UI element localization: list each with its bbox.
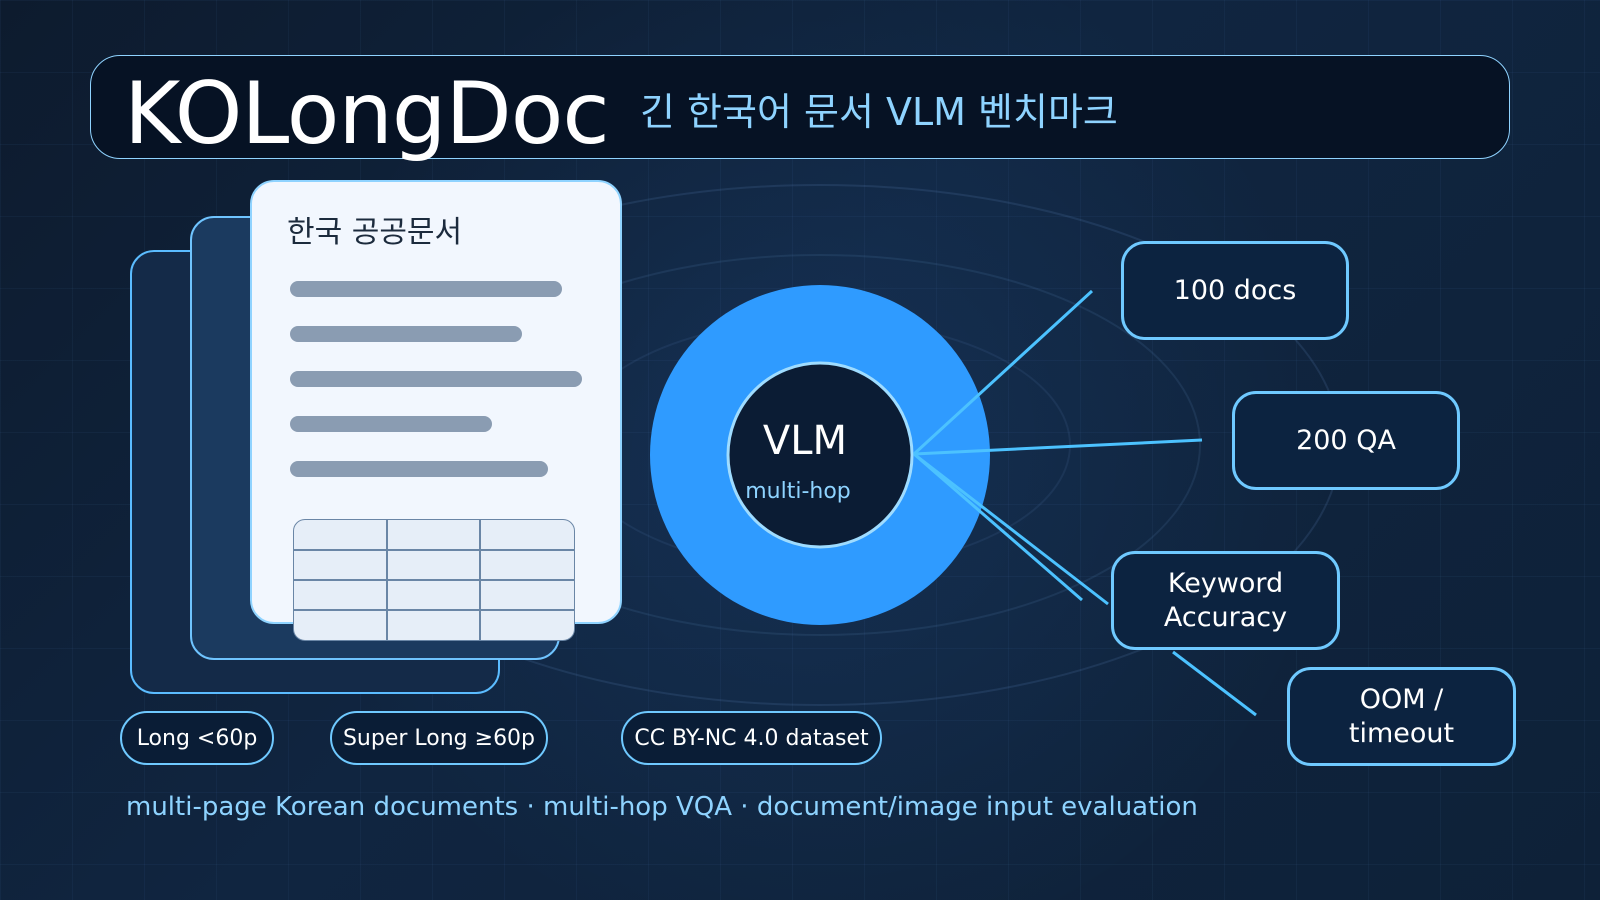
- document-text-line: [290, 281, 562, 297]
- document-text-line: [290, 326, 522, 342]
- connector-line: [913, 452, 1109, 606]
- tag-long: Long <60p: [120, 711, 274, 765]
- document-title: 한국 공공문서: [287, 215, 463, 250]
- stat-qa: 200 QA: [1232, 391, 1460, 490]
- stat-oom-timeout: OOM / timeout: [1287, 667, 1516, 766]
- title-bar: [90, 55, 1510, 159]
- connector-line: [912, 289, 1094, 456]
- document-text-line: [290, 416, 492, 432]
- tag-license: CC BY-NC 4.0 dataset: [621, 711, 882, 765]
- connector-line: [913, 438, 1203, 456]
- vlm-sublabel: multi-hop: [745, 479, 851, 504]
- page-title: KOLongDoc: [124, 64, 610, 164]
- stat-docs: 100 docs: [1121, 241, 1349, 340]
- document-text-line: [290, 461, 548, 477]
- page-subtitle: 긴 한국어 문서 VLM 벤치마크: [640, 90, 1118, 134]
- document-text-line: [290, 371, 582, 387]
- caption: multi-page Korean documents · multi-hop …: [126, 792, 1198, 822]
- vlm-label: VLM: [762, 418, 848, 464]
- connector-line: [1172, 650, 1257, 717]
- vlm-inner-circle: [726, 361, 914, 549]
- tag-super-long: Super Long ≥60p: [330, 711, 548, 765]
- stat-keyword-accuracy: Keyword Accuracy: [1111, 551, 1340, 650]
- connector-line: [913, 452, 1083, 602]
- document-table: [293, 519, 575, 641]
